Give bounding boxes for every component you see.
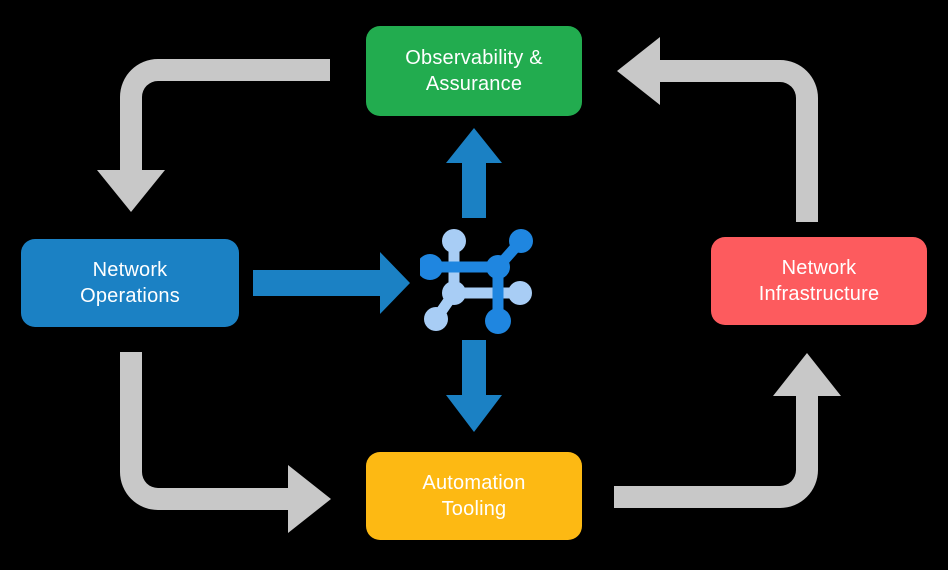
node-label-network-operations: Network Operations [80, 258, 180, 307]
connector-center-to-observability [446, 128, 502, 218]
network-topology-icon [420, 229, 533, 334]
connector-center-to-automation [446, 340, 502, 432]
node-box-observability[interactable]: Observability & Assurance [366, 26, 582, 116]
connector-automation-to-infrastructure [614, 353, 841, 508]
node-box-network-operations[interactable]: Network Operations [21, 239, 239, 327]
topology-light-nodes [424, 229, 532, 331]
node-box-network-infrastructure[interactable]: Network Infrastructure [711, 237, 927, 325]
node-label-network-infrastructure: Network Infrastructure [758, 256, 880, 305]
node-box-automation-tooling[interactable]: Automation Tooling [366, 452, 582, 540]
connector-operations-to-center [253, 252, 410, 314]
node-label-automation-tooling: Automation Tooling [422, 471, 526, 520]
connector-operations-to-automation [120, 352, 331, 533]
topology-dark-nodes [420, 229, 533, 334]
node-label-observability: Observability & Assurance [405, 46, 543, 95]
connector-infrastructure-to-observability [617, 37, 818, 222]
connector-observability-to-operations [97, 59, 330, 212]
